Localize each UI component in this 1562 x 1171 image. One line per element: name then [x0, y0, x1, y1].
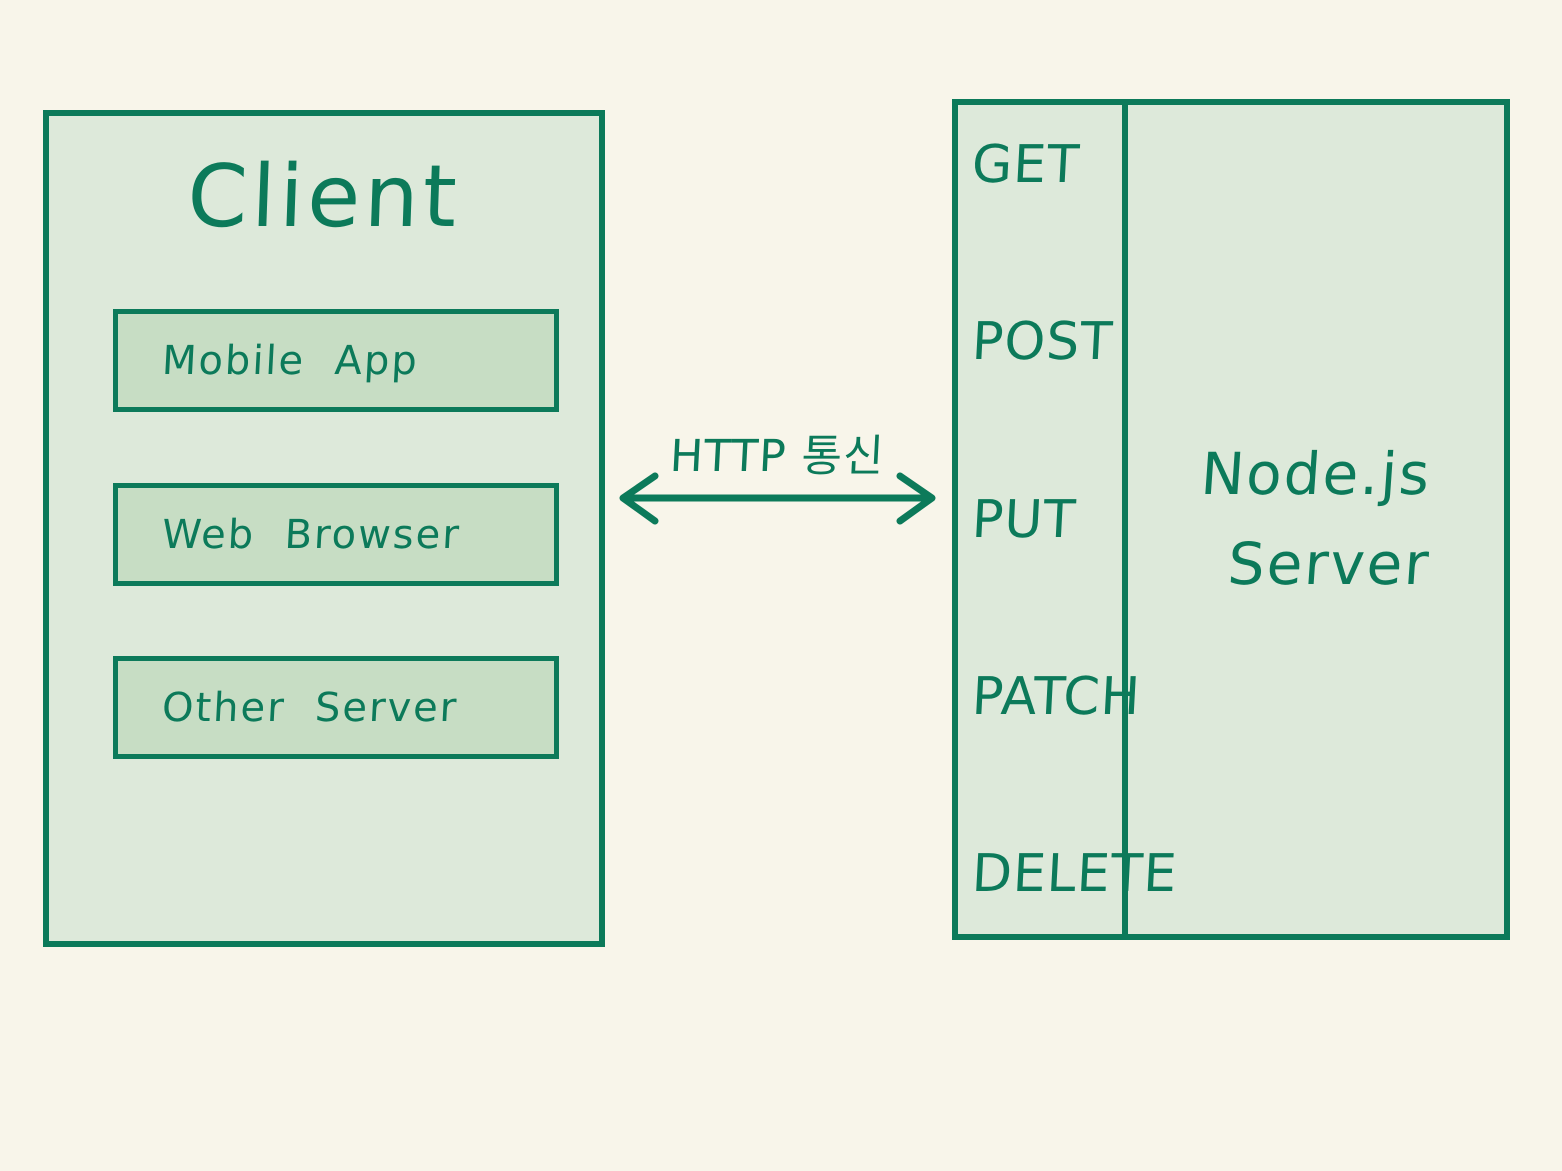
http-connector: HTTP 통신 [615, 420, 940, 530]
client-box-web-browser[interactable]: Web Browser [113, 483, 559, 586]
server-body: Node.js Server [1128, 105, 1504, 934]
client-box-other-server-label: Other Server [160, 684, 460, 731]
http-method-delete[interactable]: DELETE [970, 844, 1179, 904]
server-name-line-2: Server [1225, 529, 1433, 598]
double-headed-arrow-icon [619, 472, 936, 525]
client-panel: Client Mobile App Web Browser Other Serv… [43, 110, 605, 947]
http-method-get[interactable]: GET [970, 135, 1082, 195]
client-box-web-browser-label: Web Browser [160, 511, 462, 558]
http-method-patch[interactable]: PATCH [970, 666, 1143, 727]
http-method-post[interactable]: POST [970, 312, 1115, 373]
client-panel-title: Client [185, 147, 463, 247]
client-box-mobile-app[interactable]: Mobile App [113, 309, 559, 412]
server-panel: GET POST PUT PATCH DELETE Node.js Server [952, 99, 1510, 940]
client-box-mobile-app-label: Mobile App [160, 337, 421, 384]
server-name-line-1: Node.js [1198, 439, 1434, 508]
client-box-other-server[interactable]: Other Server [113, 656, 559, 759]
http-methods-column: GET POST PUT PATCH DELETE [958, 105, 1179, 934]
http-method-put[interactable]: PUT [970, 489, 1078, 550]
